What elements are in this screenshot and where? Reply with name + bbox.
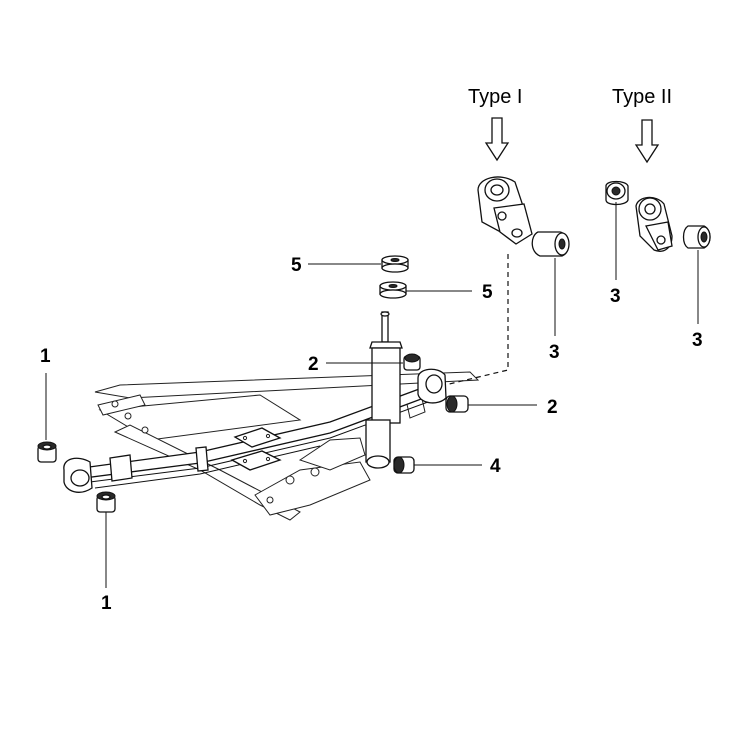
bushing-1-lower <box>96 491 116 513</box>
type1-shackle <box>477 176 533 245</box>
bushing-2-shock <box>403 353 421 371</box>
type2-label: Type II <box>612 86 672 108</box>
callout-5-upper: 5 <box>291 255 302 276</box>
callout-2-right: 2 <box>547 397 558 418</box>
callout-3-type2-left: 3 <box>610 286 621 307</box>
callout-1-upper: 1 <box>40 346 51 367</box>
bushing-3-type2-left <box>605 180 629 206</box>
bushing-2-right <box>445 395 469 413</box>
assembly-guide-line <box>444 254 509 386</box>
bushing-5-upper <box>381 255 409 273</box>
leader-lines <box>45 202 699 588</box>
spring-seat-plates <box>230 427 282 471</box>
bushing-3-type2-right <box>682 225 711 249</box>
callout-5-lower: 5 <box>482 282 493 303</box>
callout-4: 4 <box>490 456 501 477</box>
bushing-4 <box>393 456 415 474</box>
front-spring-eye <box>63 457 93 493</box>
type2-arrow-icon <box>634 119 660 164</box>
bushing-1-upper <box>37 441 57 463</box>
type1-arrow-icon <box>484 117 510 162</box>
rear-spring-eye <box>417 368 447 404</box>
shock-absorber <box>365 311 403 469</box>
callout-3-type1: 3 <box>549 342 560 363</box>
bushing-5-lower <box>379 281 407 299</box>
type1-label: Type I <box>468 86 522 108</box>
callout-2-shock: 2 <box>308 354 319 375</box>
type2-shackle <box>635 196 673 252</box>
bushing-3-type1 <box>531 231 570 257</box>
callout-1-lower: 1 <box>101 593 112 614</box>
callout-3-type2-right: 3 <box>692 330 703 351</box>
